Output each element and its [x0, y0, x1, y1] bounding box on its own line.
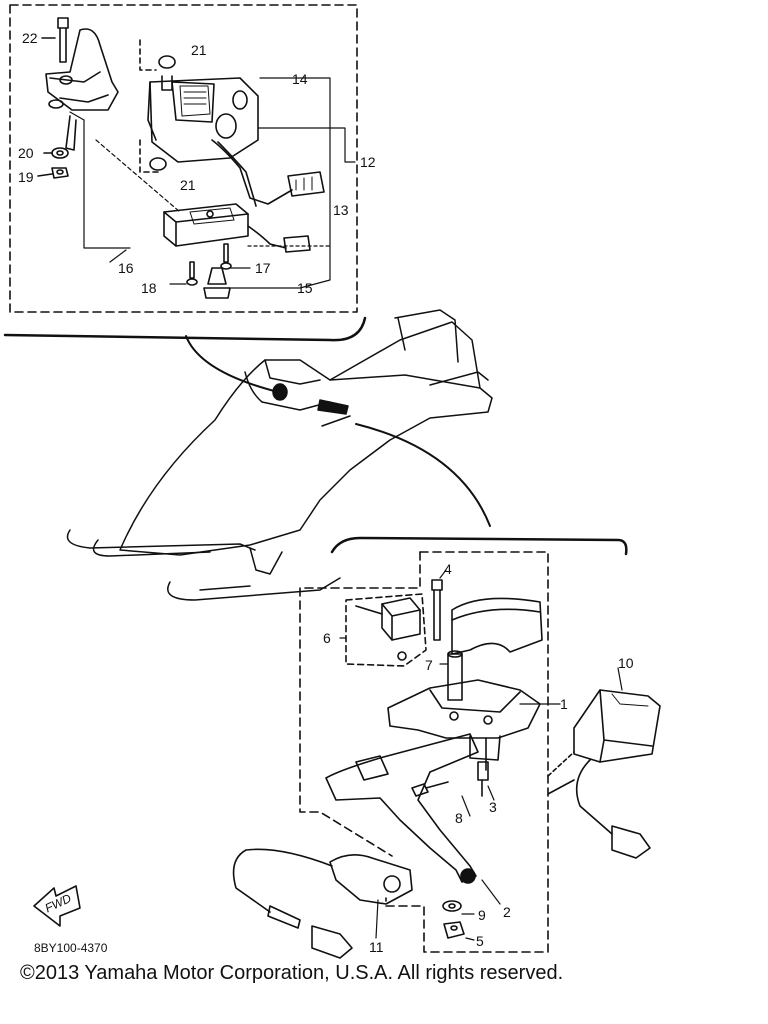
bottom-inset-frame — [299, 536, 628, 953]
callout-5: 5 — [476, 933, 484, 949]
screw-21-lower — [139, 139, 167, 173]
callout-20: 20 — [18, 145, 34, 161]
callout-leaders-top — [69, 77, 356, 289]
callout-9: 9 — [478, 907, 486, 923]
brake-lever-2 — [325, 733, 479, 884]
lever-holder-1 — [387, 679, 541, 771]
grommet-15 — [203, 267, 231, 299]
bolt-4 — [431, 579, 443, 641]
callout-leaders-bottom — [339, 569, 623, 941]
screw-3 — [477, 761, 489, 797]
callout-1: 1 — [560, 696, 568, 712]
callout-17: 17 — [255, 260, 271, 276]
snowmobile — [66, 309, 493, 601]
callout-10: 10 — [618, 655, 634, 671]
callout-4: 4 — [444, 561, 452, 577]
screw-17 — [220, 243, 232, 270]
switch-11 — [232, 848, 413, 959]
callout-19: 19 — [18, 169, 34, 185]
screw-18 — [186, 261, 198, 286]
callout-18: 18 — [141, 280, 157, 296]
callout-labels: 22 21 14 20 19 12 21 13 16 17 18 15 4 6 … — [18, 30, 634, 955]
callout-16: 16 — [118, 260, 134, 276]
base-16 — [163, 203, 311, 253]
callout-12: 12 — [360, 154, 376, 170]
guide-6 — [355, 597, 421, 661]
collar-7 — [447, 650, 463, 701]
lever-holder-cap — [451, 597, 543, 655]
callout-22: 22 — [22, 30, 38, 46]
callout-2: 2 — [503, 904, 511, 920]
callout-6: 6 — [323, 630, 331, 646]
callout-7: 7 — [425, 657, 433, 673]
screw-21-upper — [139, 39, 176, 91]
callout-21-lower: 21 — [180, 177, 196, 193]
connector-13 — [287, 171, 325, 197]
callout-21-upper: 21 — [191, 42, 207, 58]
bolt-8 — [411, 781, 449, 797]
callout-13: 13 — [333, 202, 349, 218]
switch-10 — [547, 689, 661, 859]
housing-14 — [147, 77, 293, 207]
callout-14: 14 — [292, 71, 308, 87]
front-direction-arrow — [33, 885, 81, 927]
callout-15: 15 — [297, 280, 313, 296]
nut-5 — [443, 921, 465, 939]
callout-11: 11 — [369, 939, 384, 955]
bolt-22 — [41, 17, 69, 63]
callout-8: 8 — [455, 810, 463, 826]
diagram-code: 8BY100-4370 — [34, 941, 108, 955]
callout-3: 3 — [489, 799, 497, 815]
bracket-upper — [45, 28, 119, 151]
nut-19 — [37, 167, 69, 179]
copyright-notice: ©2013 Yamaha Motor Corporation, U.S.A. A… — [20, 962, 564, 984]
washer-9 — [442, 900, 462, 912]
top-inset-frame — [3, 4, 367, 342]
washer-20 — [43, 147, 69, 159]
